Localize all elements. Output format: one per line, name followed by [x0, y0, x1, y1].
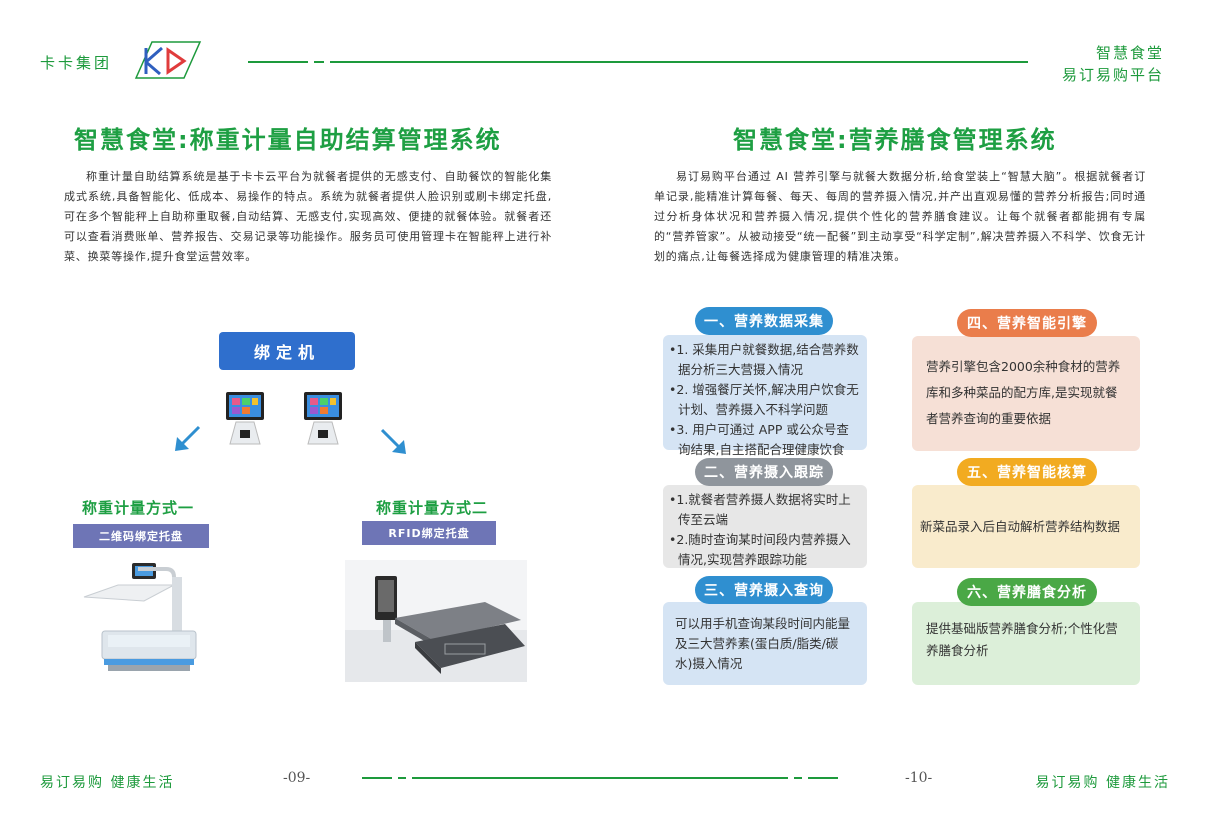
list-item: •1. 采集用户就餐数据,结合营养数据分析三大营摄入情况: [669, 342, 859, 377]
nutrition-accounting-text: 新菜品录入后自动解析营养结构数据: [920, 518, 1121, 534]
intake-query-label: 三、营养摄入查询: [695, 576, 833, 604]
diet-analysis-label: 六、营养膳食分析: [957, 578, 1097, 606]
nutrition-accounting-label: 五、营养智能核算: [957, 458, 1097, 486]
intake-query-text: 可以用手机查询某段时间内能量及三大营养素(蛋白质/脂类/碳水)摄入情况: [675, 616, 851, 671]
weighing-mode-2-tag: RFID绑定托盘: [362, 521, 496, 545]
diet-analysis-card: 提供基础版营养膳食分析;个性化营养膳食分析: [912, 602, 1140, 685]
footer-slogan-left: 易订易购 健康生活: [40, 775, 175, 791]
diet-analysis-text: 提供基础版营养膳食分析;个性化营养膳食分析: [926, 621, 1118, 658]
nutrition-accounting-card: 新菜品录入后自动解析营养结构数据: [912, 485, 1140, 568]
left-page-title: 智慧食堂:称重计量自助结算管理系统: [74, 126, 502, 154]
intake-tracking-label: 二、营养摄入跟踪: [695, 458, 833, 486]
weighing-mode-2-title: 称重计量方式二: [376, 499, 489, 517]
nutrition-engine-text: 营养引擎包含2000余种食材的营养库和多种菜品的配方库,是实现就餐者营养查询的重…: [926, 359, 1121, 426]
list-item: •2. 增强餐厅关怀,解决用户饮食无计划、营养摄入不科学问题: [669, 382, 859, 417]
right-intro-paragraph: 易订易购平台通过 AI 营养引擎与就餐大数据分析,给食堂装上“智慧大脑”。根据就…: [654, 170, 1146, 263]
arrow-down-left-icon: [175, 425, 201, 451]
header-divider: [248, 61, 1028, 63]
brand-name: 卡卡集团: [40, 54, 113, 72]
weighing-mode-1-tag: 二维码绑定托盘: [73, 524, 209, 548]
left-intro-paragraph: 称重计量自助结算系统是基于卡卡云平台为就餐者提供的无感支付、自助餐饮的智能化集成…: [64, 170, 552, 263]
data-collection-card: •1. 采集用户就餐数据,结合营养数据分析三大营摄入情况 •2. 增强餐厅关怀,…: [663, 335, 867, 457]
intake-tracking-card: •1.就餐者营养摄人数据将实时上传至云端 •2.随时查询某时间段内营养摄入情况,…: [663, 485, 867, 568]
platform-line-1: 智慧食堂: [1095, 44, 1164, 62]
pos-terminal-icon: [304, 392, 342, 445]
page-number-right: -10-: [905, 770, 933, 786]
smart-scale-qr-image: [83, 563, 197, 671]
platform-line-2: 易订易购平台: [1061, 66, 1164, 84]
platform-label: 智慧食堂 易订易购平台: [1062, 42, 1164, 86]
list-item: •3. 用户可通过 APP 或公众号查询结果,自主搭配合理健康饮食: [669, 422, 849, 457]
data-collection-label: 一、营养数据采集: [695, 307, 833, 335]
bind-machine-label: 绑定机: [219, 332, 355, 370]
right-page-title: 智慧食堂:营养膳食管理系统: [733, 126, 1057, 154]
pos-terminal-icon: [226, 392, 264, 445]
smart-scale-rfid-image: [345, 560, 527, 682]
intake-query-card: 可以用手机查询某段时间内能量及三大营养素(蛋白质/脂类/碳水)摄入情况: [663, 602, 867, 685]
list-item: •2.随时查询某时间段内营养摄入情况,实现营养跟踪功能: [669, 532, 851, 567]
nutrition-engine-label: 四、营养智能引擎: [957, 309, 1097, 337]
footer-divider: [362, 777, 838, 779]
nutrition-engine-card: 营养引擎包含2000余种食材的营养库和多种菜品的配方库,是实现就餐者营养查询的重…: [912, 336, 1140, 451]
list-item: •1.就餐者营养摄人数据将实时上传至云端: [669, 492, 851, 527]
footer-slogan-right: 易订易购 健康生活: [1035, 775, 1170, 791]
kk-logo-icon: [134, 41, 202, 79]
weighing-mode-1-title: 称重计量方式一: [82, 499, 195, 517]
arrow-down-right-icon: [380, 428, 406, 454]
page-number-left: -09-: [283, 770, 311, 786]
